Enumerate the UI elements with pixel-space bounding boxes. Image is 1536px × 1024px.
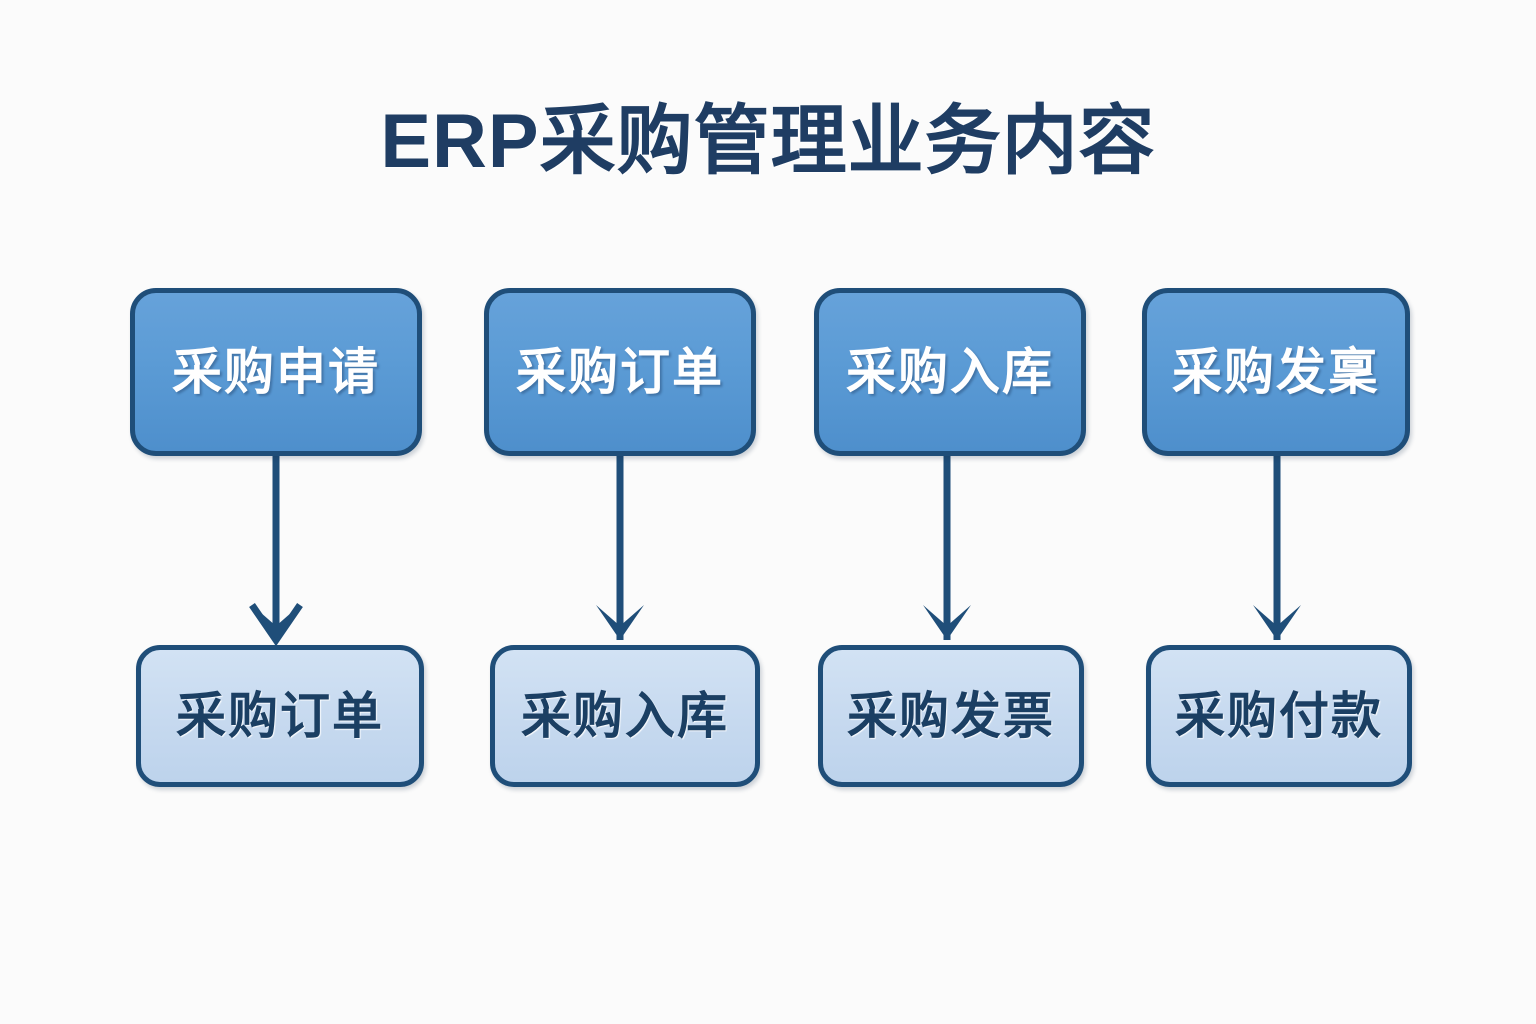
arrow-connector-3 xyxy=(923,456,971,640)
flow-node-label: 采购订单 xyxy=(516,344,724,400)
flow-node-label: 采购发稟 xyxy=(1172,344,1380,400)
page-title: ERP采购管理业务内容 xyxy=(380,99,1156,184)
flow-node-label: 采购付款 xyxy=(1175,688,1383,744)
arrow-connector-4 xyxy=(1253,456,1301,640)
flow-node-top-1[interactable]: 采购申请 xyxy=(130,288,422,456)
arrow-connector-2 xyxy=(596,456,644,640)
flow-node-bottom-3[interactable]: 采购发票 xyxy=(818,645,1084,787)
flow-node-bottom-2[interactable]: 采购入库 xyxy=(490,645,760,787)
flow-node-top-4[interactable]: 采购发稟 xyxy=(1142,288,1410,456)
flow-node-top-3[interactable]: 采购入库 xyxy=(814,288,1086,456)
flow-node-top-2[interactable]: 采购订单 xyxy=(484,288,756,456)
flow-node-label: 采购发票 xyxy=(847,688,1055,744)
arrow-connector-1 xyxy=(249,456,303,647)
flow-node-bottom-4[interactable]: 采购付款 xyxy=(1146,645,1412,787)
flow-node-label: 采购订单 xyxy=(176,688,384,744)
flow-node-label: 采购申请 xyxy=(172,344,380,400)
flow-node-label: 采购入库 xyxy=(846,344,1054,400)
flow-node-bottom-1[interactable]: 采购订单 xyxy=(136,645,424,787)
flow-node-label: 采购入库 xyxy=(521,688,729,744)
